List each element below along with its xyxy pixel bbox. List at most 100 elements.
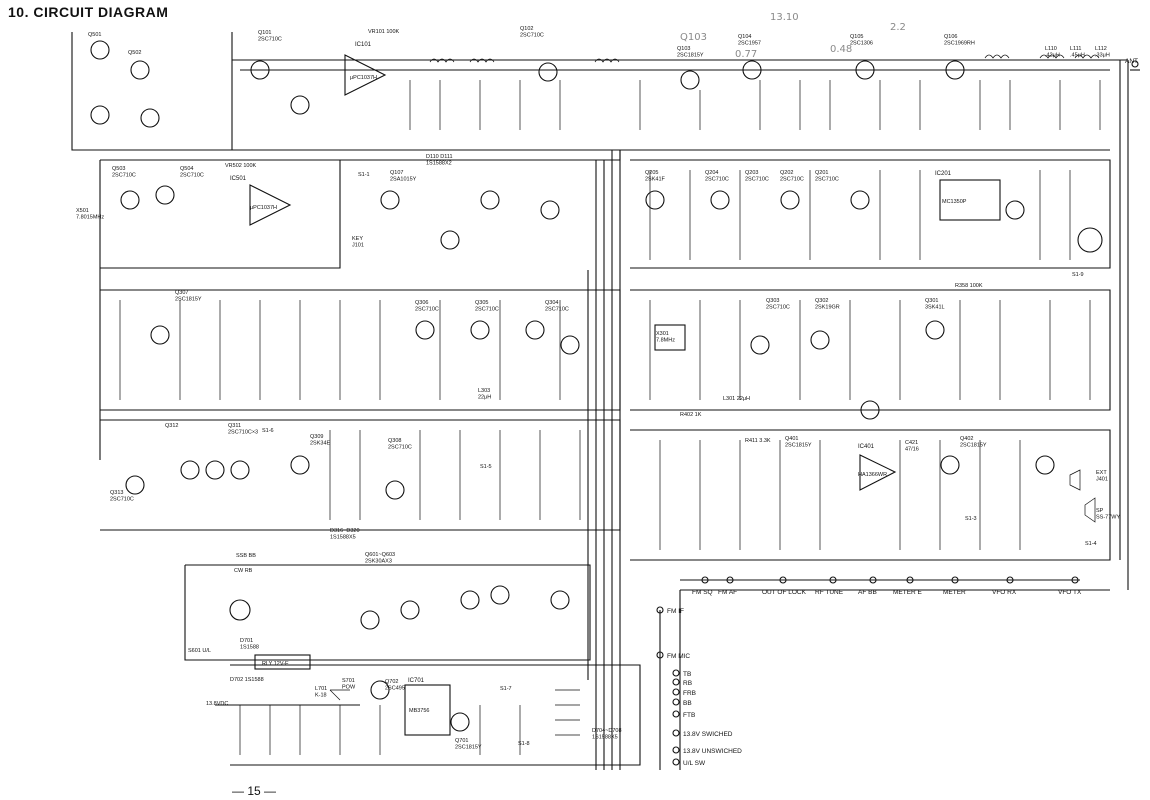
antenna-label: ANT — [1125, 58, 1138, 65]
bus-13-8v-unswitched: 13.8V UNSWICHED — [683, 748, 742, 755]
s1-9-label: S1-9 — [1072, 272, 1084, 278]
mid-sections — [119, 170, 1103, 550]
page-number: — 15 — — [232, 784, 277, 798]
r411-label: R411 3.3K — [745, 438, 771, 444]
ic401-part: HA1366WR — [858, 472, 887, 478]
l110-label: L110.42μH — [1045, 46, 1060, 59]
note-q103: Q103 — [680, 32, 707, 43]
s1-6-label: S1-6 — [262, 428, 274, 434]
bus-tb: TB — [683, 671, 691, 678]
ic101-part: μPC1037H — [350, 75, 377, 81]
ic701-label: IC701 — [408, 678, 425, 684]
connector-vfo-rx: VFO RX — [992, 589, 1017, 596]
q501-label: Q501 — [88, 32, 101, 38]
d702-label: D702 1S1588 — [230, 677, 264, 683]
s1-1-label: S1-1 — [358, 172, 370, 178]
ic201-part: MC1350P — [942, 199, 967, 205]
connector-vfo-tx: VFO TX — [1058, 589, 1082, 596]
ic401-label: IC401 — [858, 444, 875, 450]
bus-terminals: FM IF FM MIC TB RB FRB BB FTB 13.8V SWIC… — [656, 606, 742, 770]
l111-label: L111.45μH — [1070, 46, 1085, 59]
connector-af-bb: AF BB — [858, 589, 877, 596]
s1-4-label: S1-4 — [1085, 541, 1097, 547]
bus-bb: BB — [683, 700, 692, 707]
rly-label: RLY 12V-E — [262, 661, 289, 667]
note-2-2: 2.2 — [890, 22, 906, 33]
connector-fm-af: FM AF — [718, 589, 737, 596]
ic-labels: IC101 μPC1037H IC501 μPC1037H IC201 MC13… — [230, 42, 967, 714]
page-title: 10. CIRCUIT DIAGRAM — [8, 4, 169, 20]
ic701-part: MB3756 — [409, 708, 430, 714]
r358-label: R358 100K — [955, 283, 983, 289]
connector-out-of-lock: OUT OF LOCK — [762, 589, 807, 596]
bus-fm-mic: FM MIC — [667, 653, 690, 660]
vr101-label: VR101 100K — [368, 29, 400, 35]
q312-label: Q312 — [165, 423, 178, 429]
s1-8-label: S1-8 — [518, 741, 530, 747]
bus-frb: FRB — [683, 690, 696, 697]
ic501-label: IC501 — [230, 176, 247, 182]
bus-ftb: FTB — [683, 712, 695, 719]
bus-rb: RB — [683, 680, 692, 687]
ic101-label: IC101 — [355, 42, 372, 48]
r402-label: R402 1K — [680, 412, 702, 418]
bus-fm-if: FM IF — [667, 608, 684, 615]
connector-meter: METER — [943, 589, 966, 596]
antenna: ANT — [1125, 58, 1138, 65]
ssb-bb-label: SSB BB — [236, 553, 256, 559]
connector-meter-e: METER E — [893, 589, 923, 596]
section-frames — [71, 32, 1129, 770]
ic501-part: μPC1037H — [250, 205, 277, 211]
s1-3-label: S1-3 — [965, 516, 977, 522]
ic201-label: IC201 — [935, 171, 952, 177]
bus-13-8v-switched: 13.8V SWICHED — [683, 731, 733, 738]
supply-13-8vdc-label: 13.8VDC — [206, 701, 228, 707]
l112-label: L112.33μH — [1095, 46, 1110, 59]
note-0-48: 0.48 — [830, 44, 852, 55]
s1-5-label: S1-5 — [480, 464, 492, 470]
handwritten-notes: Q103 13.10 0.77 0.48 2.2 — [680, 12, 906, 60]
cw-rb-label: CW RB — [234, 568, 253, 574]
note-0-77: 0.77 — [735, 49, 757, 60]
top-rf-chain — [90, 40, 1140, 130]
connector-fm-sq: FM SQ — [692, 589, 713, 596]
